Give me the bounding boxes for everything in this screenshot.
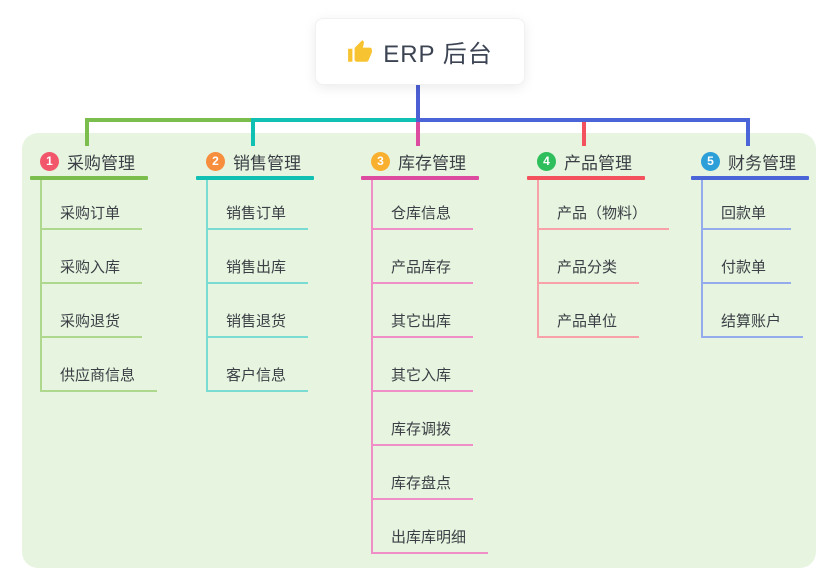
branch-node[interactable]: 2 销售管理: [196, 146, 361, 176]
child-node[interactable]: 产品单位: [539, 284, 640, 338]
branch-children: 回款单付款单结算账户: [701, 180, 804, 338]
connector-bus-right: [416, 118, 750, 122]
child-node[interactable]: 采购退货: [42, 284, 143, 338]
branch-children: 仓库信息产品库存其它出库其它入库库存调拨库存盘点出库库明细: [371, 180, 489, 554]
child-node[interactable]: 结算账户: [703, 284, 804, 338]
branch-number-badge: 2: [206, 151, 225, 171]
child-node[interactable]: 采购订单: [42, 180, 143, 230]
root-node[interactable]: ERP 后台: [315, 18, 525, 85]
thumbs-up-icon: [348, 39, 373, 62]
child-node[interactable]: 仓库信息: [373, 180, 474, 230]
branch-label: 财务管理: [728, 153, 796, 173]
branches-panel: [22, 133, 816, 568]
child-node[interactable]: 库存盘点: [373, 446, 474, 500]
branch-node[interactable]: 4 产品管理: [527, 146, 692, 176]
branch-underline: [527, 176, 645, 180]
branch-node[interactable]: 1 采购管理: [30, 146, 195, 176]
connector-drop-5: [746, 118, 750, 146]
child-node[interactable]: 其它入库: [373, 338, 474, 392]
branch-3: 3 库存管理仓库信息产品库存其它出库其它入库库存调拨库存盘点出库库明细: [361, 146, 526, 554]
connector-drop-2: [251, 118, 255, 146]
branch-number-badge: 4: [537, 151, 556, 171]
branch-children: 销售订单销售出库销售退货客户信息: [206, 180, 309, 392]
branch-children: 采购订单采购入库采购退货供应商信息: [40, 180, 158, 392]
branch-underline: [30, 176, 148, 180]
child-node[interactable]: 销售订单: [208, 180, 309, 230]
branch-label: 采购管理: [67, 153, 135, 173]
child-node[interactable]: 产品分类: [539, 230, 640, 284]
child-node[interactable]: 销售出库: [208, 230, 309, 284]
connector-drop-1: [85, 118, 89, 146]
child-node[interactable]: 销售退货: [208, 284, 309, 338]
connector-bus-left: [85, 118, 251, 122]
branch-number-badge: 5: [701, 151, 720, 171]
branch-label: 库存管理: [398, 153, 466, 173]
branch-children: 产品（物料）产品分类产品单位: [537, 180, 670, 338]
child-node[interactable]: 产品库存: [373, 230, 474, 284]
branch-label: 产品管理: [564, 153, 632, 173]
branch-underline: [691, 176, 809, 180]
child-node[interactable]: 回款单: [703, 180, 791, 230]
branch-node[interactable]: 5 财务管理: [691, 146, 839, 176]
branch-number-badge: 1: [40, 151, 59, 171]
connector-drop-4: [582, 118, 586, 146]
child-node[interactable]: 其它出库: [373, 284, 474, 338]
connector-root-vertical: [416, 84, 420, 122]
child-node[interactable]: 付款单: [703, 230, 791, 284]
child-node[interactable]: 库存调拨: [373, 392, 474, 446]
child-node[interactable]: 出库库明细: [373, 500, 489, 554]
connector-drop-3: [416, 121, 420, 146]
branch-number-badge: 3: [371, 151, 390, 171]
child-node[interactable]: 采购入库: [42, 230, 143, 284]
root-title: ERP 后台: [383, 41, 493, 68]
branch-1: 1 采购管理采购订单采购入库采购退货供应商信息: [30, 146, 195, 392]
connector-bus-middle: [251, 118, 416, 122]
child-node[interactable]: 产品（物料）: [539, 180, 670, 230]
branch-4: 4 产品管理产品（物料）产品分类产品单位: [527, 146, 692, 338]
child-node[interactable]: 供应商信息: [42, 338, 158, 392]
branch-underline: [361, 176, 479, 180]
branch-label: 销售管理: [233, 153, 301, 173]
branch-underline: [196, 176, 314, 180]
branch-2: 2 销售管理销售订单销售出库销售退货客户信息: [196, 146, 361, 392]
branch-node[interactable]: 3 库存管理: [361, 146, 526, 176]
child-node[interactable]: 客户信息: [208, 338, 309, 392]
branch-5: 5 财务管理回款单付款单结算账户: [691, 146, 839, 338]
